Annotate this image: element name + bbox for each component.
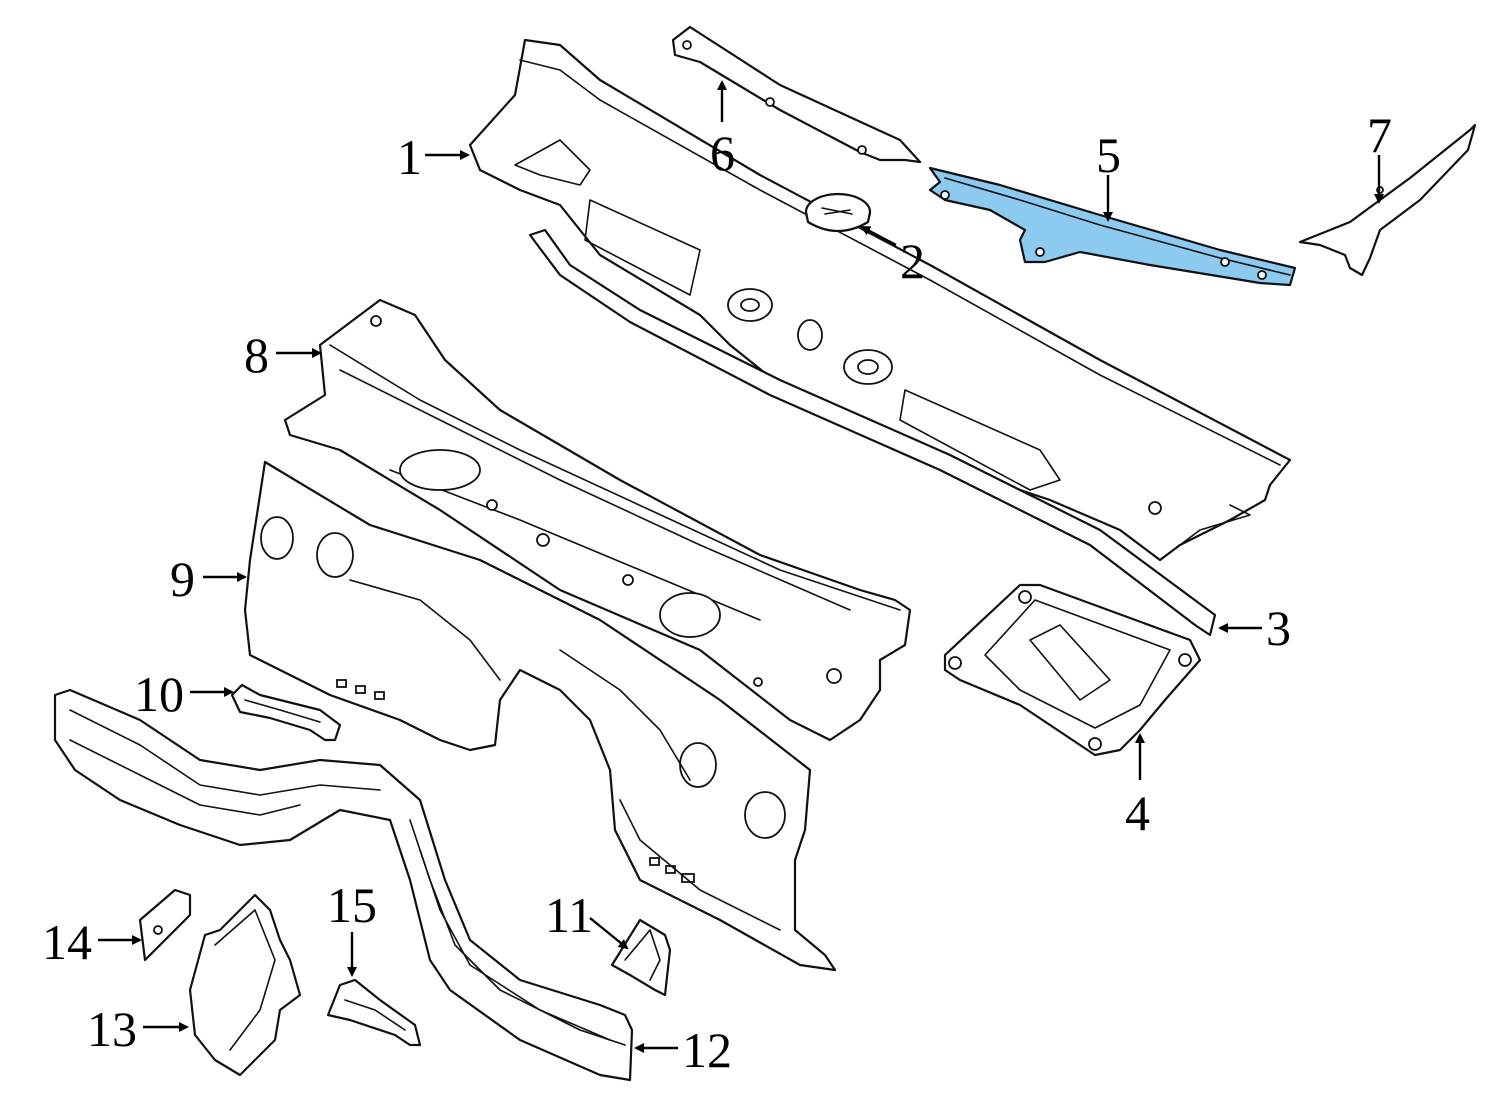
callout-5[interactable]: 5 <box>1096 127 1121 183</box>
part-12-frame-rail <box>53 688 634 1082</box>
callout-13[interactable]: 13 <box>87 1001 137 1057</box>
callout-4[interactable]: 4 <box>1125 785 1150 841</box>
part-14-small-plate <box>138 888 192 962</box>
callout-12[interactable]: 12 <box>682 1022 732 1078</box>
part-3-seal-strip <box>528 228 1217 637</box>
callout-15[interactable]: 15 <box>327 877 377 933</box>
callout-2[interactable]: 2 <box>900 233 925 289</box>
part-8-cross-member <box>283 298 912 742</box>
part-9-dash-panel <box>243 460 837 972</box>
part-4-cover-plate <box>943 583 1202 757</box>
part-13-side-panel <box>188 893 302 1077</box>
part-1-cowl-panel <box>468 38 1292 562</box>
part-11-gusset <box>610 918 672 997</box>
part-5-cowl-cover-highlighted <box>928 166 1297 287</box>
callout-8[interactable]: 8 <box>244 327 269 383</box>
part-6-bracket <box>671 25 922 164</box>
callout-6[interactable]: 6 <box>710 125 735 181</box>
leader-lines <box>98 80 1384 1053</box>
callout-14[interactable]: 14 <box>42 914 92 970</box>
callout-7[interactable]: 7 <box>1367 107 1392 163</box>
part-15-channel <box>326 978 422 1047</box>
part-10-small-bracket <box>230 683 342 742</box>
callout-9[interactable]: 9 <box>170 551 195 607</box>
part-2-plug <box>804 192 872 232</box>
callout-3[interactable]: 3 <box>1266 600 1291 656</box>
callout-labels: 1 2 3 4 5 6 7 8 9 10 11 12 13 14 15 <box>42 107 1392 1078</box>
callout-1[interactable]: 1 <box>397 129 422 185</box>
callout-11[interactable]: 11 <box>545 887 593 943</box>
callout-10[interactable]: 10 <box>134 666 184 722</box>
